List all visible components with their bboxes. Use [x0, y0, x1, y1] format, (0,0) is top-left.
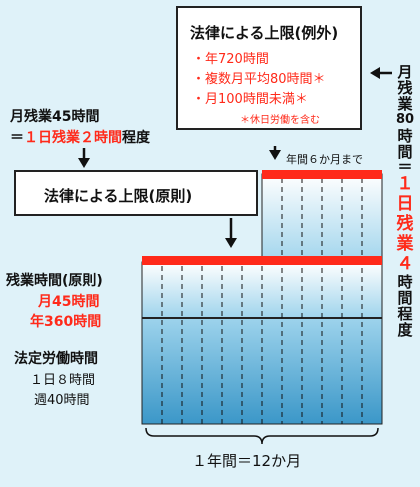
exception-item: ・年720時間	[192, 52, 269, 67]
principle-limit-bar	[142, 256, 382, 265]
vchar: ＝	[397, 158, 413, 176]
monthly-45-equivalent: ＝１日残業２時間程度	[10, 127, 150, 147]
legal-hours-daily: １日８時間	[30, 373, 96, 388]
vchar: 時	[397, 273, 413, 291]
daily-2h-highlight: １日残業２時間	[24, 130, 122, 146]
overtime-title: 残業時間(原則)	[6, 273, 103, 289]
approx-suffix: 程度	[122, 130, 150, 146]
monthly-80-vertical: 月 残 業 80 時 間 ＝ １ 日 残 業 ４ 時 間 程 度	[395, 64, 415, 338]
exception-note: ＊休日労働を含む	[240, 115, 320, 126]
vchar: 月	[397, 63, 413, 81]
overtime-monthly: 月45時間	[38, 294, 100, 310]
exception-item: ・複数月平均80時間＊	[192, 72, 326, 87]
arrows	[78, 67, 392, 248]
vchar: 80	[395, 112, 415, 127]
vchar: 業	[397, 95, 413, 113]
vchar: 間	[397, 289, 413, 307]
vchar: 程	[397, 305, 413, 323]
monthly-45-label: 月残業45時間	[10, 109, 100, 125]
vchar: 残	[397, 79, 413, 97]
vchar-red: １	[396, 174, 414, 194]
vchar: 間	[397, 143, 413, 161]
principle-title: 法律による上限(原則)	[44, 187, 193, 205]
vchar: 度	[397, 321, 413, 339]
six-months-label: 年間６か月まで	[286, 153, 363, 166]
principle-limit-box: 法律による上限(原則)	[14, 170, 258, 216]
vchar-red: ４	[396, 254, 414, 274]
vchar: 時	[397, 127, 413, 145]
exception-limit-box: 法律による上限(例外) ・年720時間 ・複数月平均80時間＊ ・月100時間未…	[176, 6, 362, 130]
legal-hours-title: 法定労働時間	[14, 351, 98, 367]
vchar-red: 業	[396, 234, 414, 254]
legal-hours-weekly: 週40時間	[34, 393, 90, 408]
overtime-yearly: 年360時間	[30, 314, 102, 330]
vchar-red: 残	[396, 214, 414, 234]
exception-limit-bar	[262, 170, 382, 179]
year-brace	[145, 427, 379, 445]
month-dividers	[161, 178, 363, 424]
exception-title: 法律による上限(例外)	[190, 24, 339, 42]
equals-sign: ＝	[10, 130, 24, 146]
vchar-red: 日	[396, 194, 414, 214]
exception-item: ・月100時間未満＊	[192, 92, 308, 107]
year-footer: １年間＝12か月	[192, 452, 302, 470]
